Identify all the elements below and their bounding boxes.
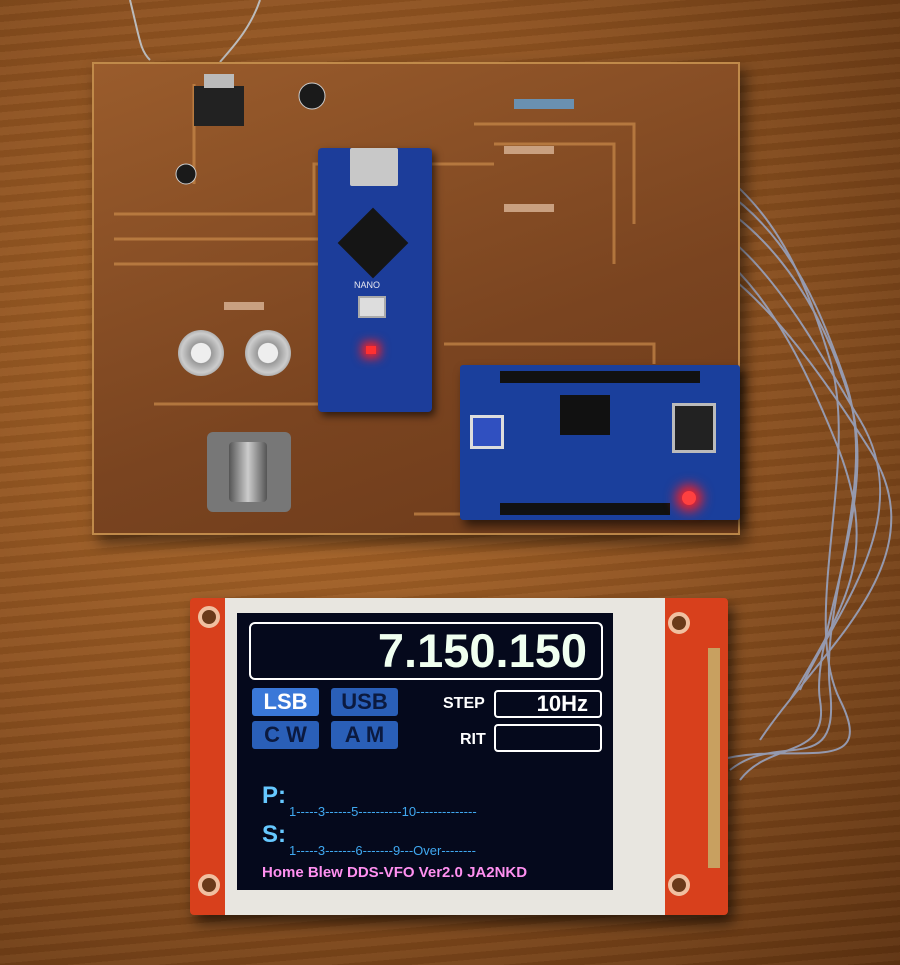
step-value[interactable]: 10Hz [494, 690, 602, 718]
version-footer: Home Blew DDS-VFO Ver2.0 JA2NKD [262, 864, 528, 881]
frequency-display: 7.150.150 [249, 622, 603, 680]
reset-button[interactable] [358, 296, 386, 318]
mount-hole [668, 874, 690, 896]
s-meter-scale: 1-----3-------6-------9---Over-------- [289, 843, 476, 858]
power-led [366, 346, 376, 354]
dds-chip [560, 395, 610, 435]
nano-label: NANO [354, 280, 381, 290]
pin-header [708, 648, 720, 868]
mode-lsb-button[interactable]: LSB [252, 688, 319, 716]
s-meter-label: S: [262, 821, 286, 848]
rit-value[interactable] [494, 724, 602, 752]
dds-module [460, 365, 740, 520]
usb-port[interactable] [350, 148, 398, 186]
mount-hole [668, 612, 690, 634]
microcontroller-chip [337, 207, 409, 279]
power-meter-label: P: [262, 782, 286, 809]
mode-am-button[interactable]: A M [331, 721, 398, 749]
mode-cw-button[interactable]: C W [252, 721, 319, 749]
arduino-nano-board: NANO [318, 148, 432, 412]
power-meter-scale: 1-----3------5----------10-------------- [289, 804, 477, 819]
pin-header [500, 371, 700, 383]
crystal-oscillator [672, 403, 716, 453]
mount-hole [198, 874, 220, 896]
rotary-encoder-knob[interactable] [207, 432, 291, 512]
trimmer-potentiometer[interactable] [178, 330, 224, 376]
trimmer-potentiometer[interactable] [245, 330, 291, 376]
mode-usb-button[interactable]: USB [331, 688, 398, 716]
step-label: STEP [443, 695, 485, 712]
trimmer[interactable] [470, 415, 504, 449]
red-led [682, 491, 696, 505]
rit-label: RIT [460, 731, 486, 748]
mount-hole [198, 606, 220, 628]
pin-header [500, 503, 670, 515]
